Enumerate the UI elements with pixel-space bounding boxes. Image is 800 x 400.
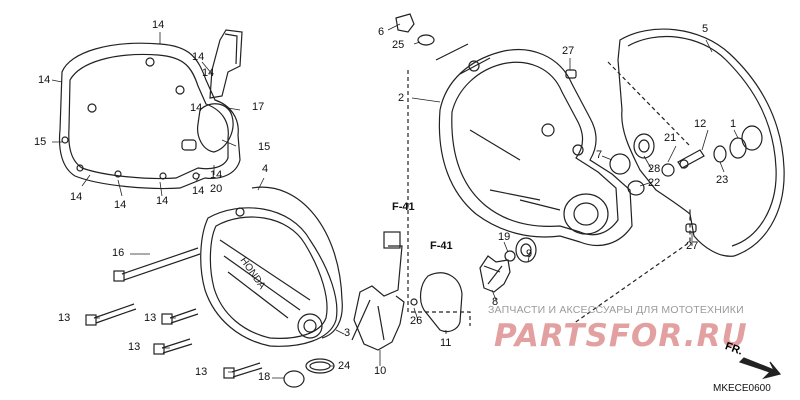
bolt-13c — [161, 338, 193, 354]
callout-3: 3 — [344, 327, 351, 339]
callout-2: 2 — [398, 92, 405, 104]
svg-text:HONDA: HONDA — [238, 255, 268, 291]
gasket-4 — [251, 186, 343, 339]
cap-6 — [395, 13, 415, 33]
bearing-9 — [515, 237, 537, 263]
callout-22: 22 — [648, 177, 661, 189]
seal-22 — [627, 180, 645, 196]
crankcase-cover-outline — [58, 42, 241, 190]
callout-27: 27 — [562, 45, 575, 57]
callout-13: 13 — [128, 341, 141, 353]
bolt-13a — [93, 303, 137, 324]
callout-15: 15 — [258, 141, 271, 153]
callout-19: 19 — [498, 231, 511, 243]
seal-19 — [504, 250, 516, 262]
seal-7 — [609, 153, 631, 175]
callout-7: 7 — [596, 149, 603, 161]
callout-14: 14 — [192, 51, 205, 63]
callout-25: 25 — [392, 39, 405, 51]
callout-14: 14 — [156, 195, 169, 207]
oring-25 — [417, 34, 435, 46]
callout-14: 14 — [210, 169, 223, 181]
callout-28: 28 — [648, 163, 661, 175]
watermark-logo: PARTSFOR.RU — [494, 318, 748, 354]
callout-13: 13 — [144, 312, 157, 324]
bolt-16 — [121, 247, 199, 275]
callout-13: 13 — [58, 312, 71, 324]
watermark-text: ЗАПЧАСТИ И АКСЕССУАРЫ ДЛЯ МОТОТЕХНИКИ — [488, 304, 744, 316]
fr-arrow-icon — [738, 357, 782, 380]
callout-14: 14 — [190, 102, 203, 114]
shaft-12 — [677, 149, 705, 169]
callout-9: 9 — [526, 248, 533, 260]
callout-26: 26 — [410, 315, 423, 327]
bearing-28 — [633, 133, 655, 159]
oring-23 — [713, 145, 727, 163]
callout-6: 6 — [378, 26, 385, 38]
callout-15: 15 — [34, 136, 47, 148]
callout-14: 14 — [202, 67, 215, 79]
callout-14: 14 — [114, 199, 127, 211]
water-pipe-10 — [353, 245, 405, 351]
callout-1: 1 — [730, 118, 737, 130]
impeller-8 — [479, 255, 511, 293]
pump-gasket-11 — [419, 272, 463, 333]
gasket-5 — [617, 28, 785, 257]
callout-8: 8 — [492, 296, 499, 308]
callout-4: 4 — [262, 163, 269, 175]
washer-18 — [283, 370, 305, 388]
callout-10: 10 — [374, 365, 387, 377]
seal-1 — [729, 137, 747, 159]
callout-12: 12 — [694, 118, 707, 130]
bolt-13d — [231, 362, 263, 378]
callout-14: 14 — [192, 185, 205, 197]
callout-24: 24 — [338, 360, 351, 372]
callout-14: 14 — [152, 19, 165, 31]
ref-f41-top[interactable]: F-41 — [392, 201, 415, 213]
ring-21 — [661, 163, 675, 177]
callout-14: 14 — [70, 191, 83, 203]
callout-17: 17 — [252, 101, 265, 113]
diagram-code: MKECE0600 — [713, 383, 771, 394]
callout-11: 11 — [440, 337, 452, 349]
dowel-27-bottom — [685, 223, 697, 233]
callout-16: 16 — [112, 247, 125, 259]
callout-13: 13 — [195, 366, 208, 378]
callout-21: 21 — [664, 132, 677, 144]
dowel-27-top — [565, 69, 577, 79]
callout-5: 5 — [702, 23, 709, 35]
right-cover-2 — [438, 48, 633, 247]
callout-20: 20 — [210, 183, 223, 195]
ref-f41-mid[interactable]: F-41 — [430, 240, 453, 252]
callout-23: 23 — [716, 174, 729, 186]
bolt-13b — [169, 308, 199, 324]
callout-27: 27 — [686, 240, 699, 252]
callout-18: 18 — [258, 371, 271, 383]
callout-14: 14 — [38, 74, 51, 86]
clutch-cover-3 — [200, 207, 338, 347]
